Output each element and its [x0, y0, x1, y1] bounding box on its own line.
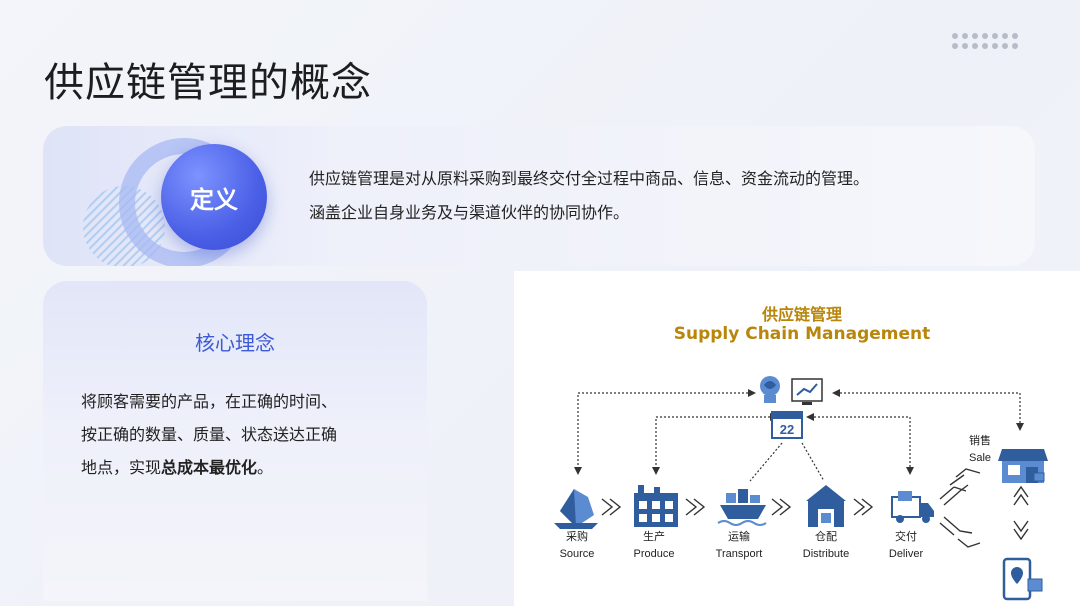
factory-icon: [634, 485, 678, 527]
dotted-link-mid-right: [810, 416, 911, 471]
core-concept-text: 将顾客需要的产品，在正确的时间、 按正确的数量、质量、状态送达正确 地点，实现总…: [81, 385, 401, 484]
store-icon: [998, 449, 1048, 483]
definition-card: 定义 供应链管理是对从原料采购到最终交付全过程中商品、信息、资金流动的管理。 涵…: [43, 126, 1035, 266]
node-source-cn: 采购: [566, 531, 588, 543]
monitor-chart-icon: [791, 378, 823, 405]
node-deliver-en: Deliver: [888, 548, 924, 560]
dotted-link-mid-left: [655, 416, 774, 471]
node-distribute-en: Distribute: [802, 548, 850, 560]
truck-icon: [891, 491, 934, 523]
definition-badge: 定义: [161, 144, 267, 250]
node-produce-en: Produce: [633, 548, 675, 560]
node-sale: 销售 Sale: [958, 433, 1002, 467]
supply-chain-diagram: 供应链管理 Supply Chain Management: [514, 271, 1080, 606]
diagram-canvas: 22: [554, 376, 1048, 601]
definition-text: 供应链管理是对从原料采购到最终交付全过程中商品、信息、资金流动的管理。 涵盖企业…: [309, 162, 1009, 230]
diagram-title-en: Supply Chain Management: [673, 324, 931, 344]
node-distribute-cn: 仓配: [815, 531, 837, 543]
node-distribute: 仓配 Distribute: [790, 529, 862, 563]
dotted-link-diag-right: [801, 442, 825, 482]
core-line-3: 地点，实现总成本最优化。: [81, 451, 401, 484]
core-concept-title: 核心理念: [195, 331, 275, 355]
dotted-link-top-right: [836, 392, 1021, 427]
core-line-1: 将顾客需要的产品，在正确的时间、: [81, 392, 338, 411]
page-title: 供应链管理的概念: [44, 60, 372, 106]
core-line-3-prefix: 地点，实现: [81, 458, 162, 477]
node-transport-cn: 运输: [728, 531, 750, 543]
dotted-link-top-left: [577, 392, 752, 471]
dotted-link-diag-left: [749, 442, 783, 482]
node-source: 采购 Source: [550, 529, 604, 563]
node-transport: 运输 Transport: [704, 529, 774, 563]
decorative-dots: [952, 33, 1024, 49]
node-sale-en: Sale: [968, 452, 992, 464]
diagram-title-cn: 供应链管理: [761, 305, 842, 324]
node-transport-en: Transport: [715, 548, 763, 560]
node-produce: 生产 Produce: [622, 529, 686, 563]
node-deliver-cn: 交付: [895, 531, 917, 543]
chevron-arrows: [601, 468, 1029, 548]
definition-line-2: 涵盖企业自身业务及与渠道伙伴的协同协作。: [309, 203, 630, 222]
core-concept-card: 核心理念 将顾客需要的产品，在正确的时间、 按正确的数量、质量、状态送达正确 地…: [43, 281, 427, 601]
brain-icon: [760, 376, 780, 403]
core-emphasis: 总成本最优化: [161, 458, 258, 477]
calendar-day: 22: [780, 422, 794, 437]
node-source-en: Source: [559, 548, 595, 560]
core-line-3-suffix: 。: [257, 458, 274, 477]
definition-line-1: 供应链管理是对从原料采购到最终交付全过程中商品、信息、资金流动的管理。: [309, 169, 870, 188]
ship-icon: [717, 489, 767, 526]
calendar-icon: 22: [771, 411, 803, 439]
warehouse-icon: [806, 485, 846, 527]
node-deliver: 交付 Deliver: [876, 529, 936, 563]
node-sale-cn: 销售: [969, 435, 991, 447]
node-produce-cn: 生产: [643, 531, 665, 543]
mobile-location-icon: [1002, 557, 1043, 601]
crystal-icon: [554, 489, 598, 529]
core-line-2: 按正确的数量、质量、状态送达正确: [81, 425, 338, 444]
